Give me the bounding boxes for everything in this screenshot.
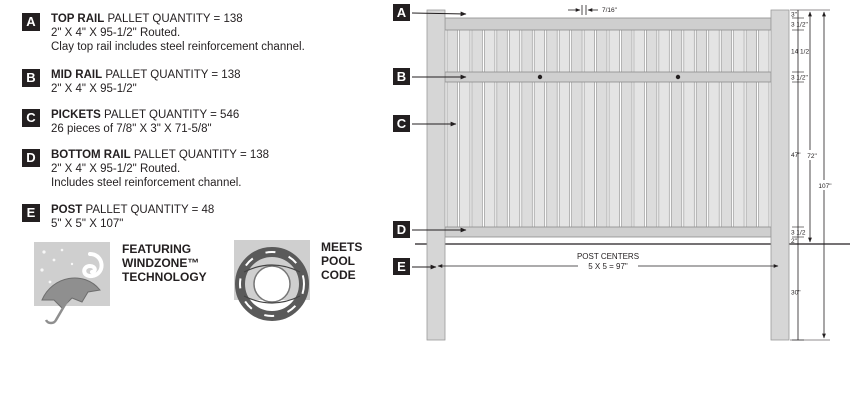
picket	[459, 27, 471, 231]
picket	[471, 27, 483, 231]
spec-line: Clay top rail includes steel reinforceme…	[51, 41, 305, 53]
picket	[508, 27, 521, 231]
bottom-rail	[444, 226, 772, 238]
rail-bolt	[675, 74, 681, 80]
spec-quantity: PALLET QUANTITY = 138	[107, 13, 243, 25]
dimension-label: 14 1/2	[791, 49, 809, 56]
picket	[720, 27, 733, 231]
spec-line: Includes steel reinforcement channel.	[51, 177, 242, 189]
svg-text:7/16": 7/16"	[602, 7, 618, 14]
picket	[596, 27, 608, 231]
spec-line: 26 pieces of 7/8" X 3" X 71-5/8"	[51, 123, 212, 135]
callout-d: D	[393, 221, 467, 238]
windzone-umbrella-icon	[34, 242, 110, 325]
spec-quantity: PALLET QUANTITY = 48	[85, 204, 215, 216]
height-dimensions: 72" 107" 3" 3 1/2" 14 1/2 3 1/2" 47" 3 1/22" 3…	[790, 9, 832, 341]
spec-name: TOP RAIL	[51, 13, 105, 25]
svg-text:72": 72"	[807, 153, 817, 160]
spec-name: BOTTOM RAIL	[51, 149, 131, 161]
badge-d: D	[22, 149, 40, 167]
picket	[533, 27, 546, 231]
spec-name: POST	[51, 204, 83, 216]
svg-text:C: C	[397, 116, 407, 131]
svg-text:5 X 5 = 97": 5 X 5 = 97"	[588, 262, 628, 271]
callout-c: C	[393, 115, 457, 132]
picket	[683, 27, 695, 231]
top-rail	[444, 17, 772, 31]
picket	[496, 27, 508, 231]
picket	[608, 27, 620, 231]
picket	[758, 27, 770, 231]
badge-e: E	[22, 204, 40, 222]
dimension-label: 3 1/2"	[791, 75, 808, 82]
dimension-label: 30"	[791, 290, 801, 297]
picket	[646, 27, 658, 231]
dimension-label: 3 1/2"	[791, 22, 808, 29]
spec-name: PICKETS	[51, 109, 101, 121]
spec-line: 2" X 4" X 95-1/2" Routed.	[51, 163, 181, 175]
svg-text:POST CENTERS: POST CENTERS	[577, 252, 639, 261]
picket	[546, 27, 558, 231]
spec-quantity: PALLET QUANTITY = 138	[133, 149, 270, 161]
picket	[621, 27, 633, 231]
picket	[571, 27, 583, 231]
picket	[583, 27, 595, 231]
callout-b: B	[393, 68, 467, 85]
picket	[558, 27, 571, 231]
picket	[745, 27, 757, 231]
picket-gap-dimension: 7/16"	[568, 5, 618, 15]
svg-text:A: A	[397, 5, 407, 20]
spec-name: MID RAIL	[51, 69, 103, 81]
mid-rail	[444, 71, 772, 83]
svg-text:107": 107"	[818, 183, 832, 190]
right-post	[770, 9, 790, 341]
pool-code-label: MEETS POOL CODE	[321, 240, 363, 282]
callout-e: E	[393, 258, 437, 275]
svg-text:E: E	[397, 259, 406, 274]
picket	[733, 27, 745, 231]
picket	[708, 27, 720, 231]
spec-line: 2" X 4" X 95-1/2"	[51, 83, 137, 95]
callout-a: A	[393, 4, 467, 21]
picket	[633, 27, 645, 231]
picket	[695, 27, 708, 231]
spec-line: 2" X 4" X 95-1/2" Routed.	[51, 27, 181, 39]
post-centers-dimension: POST CENTERS 5 X 5 = 97"	[437, 252, 779, 271]
badge-c: C	[22, 109, 40, 127]
svg-text:D: D	[397, 222, 406, 237]
spec-quantity: PALLET QUANTITY = 138	[105, 69, 241, 81]
spec-quantity: PALLET QUANTITY = 546	[104, 109, 240, 121]
svg-text:B: B	[397, 69, 406, 84]
picket	[484, 27, 496, 231]
badge-b: B	[22, 69, 40, 87]
rail-bolt	[537, 74, 543, 80]
pool-ring-icon	[234, 240, 310, 321]
dimension-label: 3"	[791, 12, 798, 19]
badge-a: A	[22, 13, 40, 31]
picket	[521, 27, 533, 231]
picket-group	[446, 27, 770, 231]
left-post	[426, 9, 446, 341]
windzone-label: FEATURING WINDZONE™ TECHNOLOGY	[122, 242, 207, 284]
picket	[670, 27, 683, 231]
dimension-label: 3 1/2	[791, 230, 806, 237]
spec-line: 5" X 5" X 107"	[51, 218, 124, 230]
dimension-label: 2"	[791, 238, 798, 245]
dimension-label: 47"	[791, 152, 801, 159]
picket	[446, 27, 458, 231]
picket	[658, 27, 670, 231]
